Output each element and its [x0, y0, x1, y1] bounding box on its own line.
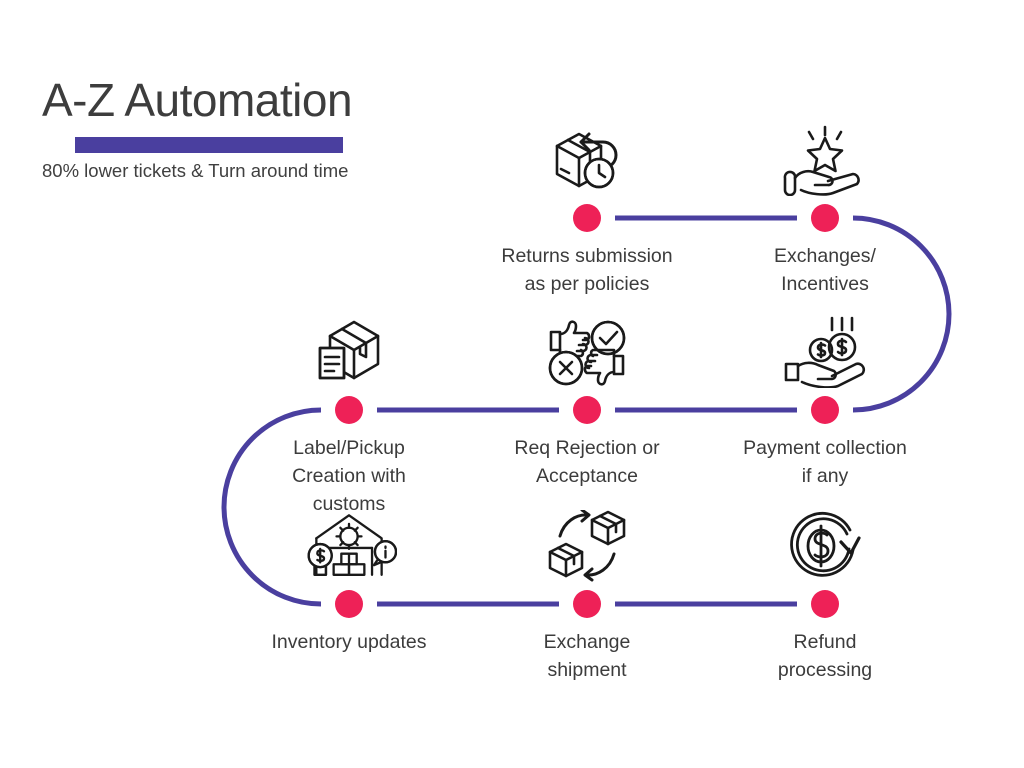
node-dot-refund-processing[interactable] [811, 590, 839, 618]
node-dots [335, 204, 839, 618]
boxes-exchange-arrows-icon [539, 508, 635, 582]
page-subtitle: 80% lower tickets & Turn around time [42, 160, 349, 181]
node-dot-returns-submission[interactable] [573, 204, 601, 232]
curve-left [221, 407, 322, 607]
step-label-exchanges-incentives: Exchanges/ Incentives [774, 245, 876, 295]
curve-right [852, 215, 952, 413]
step-label-refund-processing: Refund processing [777, 631, 873, 681]
hand-coins-icon [777, 314, 873, 388]
box-shipping-label-icon [301, 314, 397, 388]
page-title: A-Z Automation [42, 74, 353, 126]
dollar-refund-arrow-icon [777, 508, 873, 582]
step-label-payment-collection: Payment collection if any [743, 437, 907, 487]
step-label-exchange-shipment: Exchange shipment [543, 631, 631, 681]
node-dot-label-pickup-creation[interactable] [335, 396, 363, 424]
node-dot-exchange-shipment[interactable] [573, 590, 601, 618]
node-dot-req-rejection-acceptance[interactable] [573, 396, 601, 424]
node-dot-payment-collection[interactable] [811, 396, 839, 424]
title-accent-bar [75, 137, 343, 153]
hand-star-icon [777, 122, 873, 196]
step-label-inventory-updates: Inventory updates [271, 631, 427, 653]
step-label-returns-submission: Returns submission as per policies [501, 245, 673, 295]
warehouse-inventory-icon [301, 508, 397, 582]
thumbs-up-down-icon [539, 314, 635, 388]
step-label-req-rejection-acceptance: Req Rejection or Acceptance [514, 437, 660, 487]
node-dot-exchanges-incentives[interactable] [811, 204, 839, 232]
step-label-label-pickup-creation: Label/Pickup Creation with customs [292, 437, 406, 515]
node-dot-inventory-updates[interactable] [335, 590, 363, 618]
box-return-clock-icon [539, 122, 635, 196]
